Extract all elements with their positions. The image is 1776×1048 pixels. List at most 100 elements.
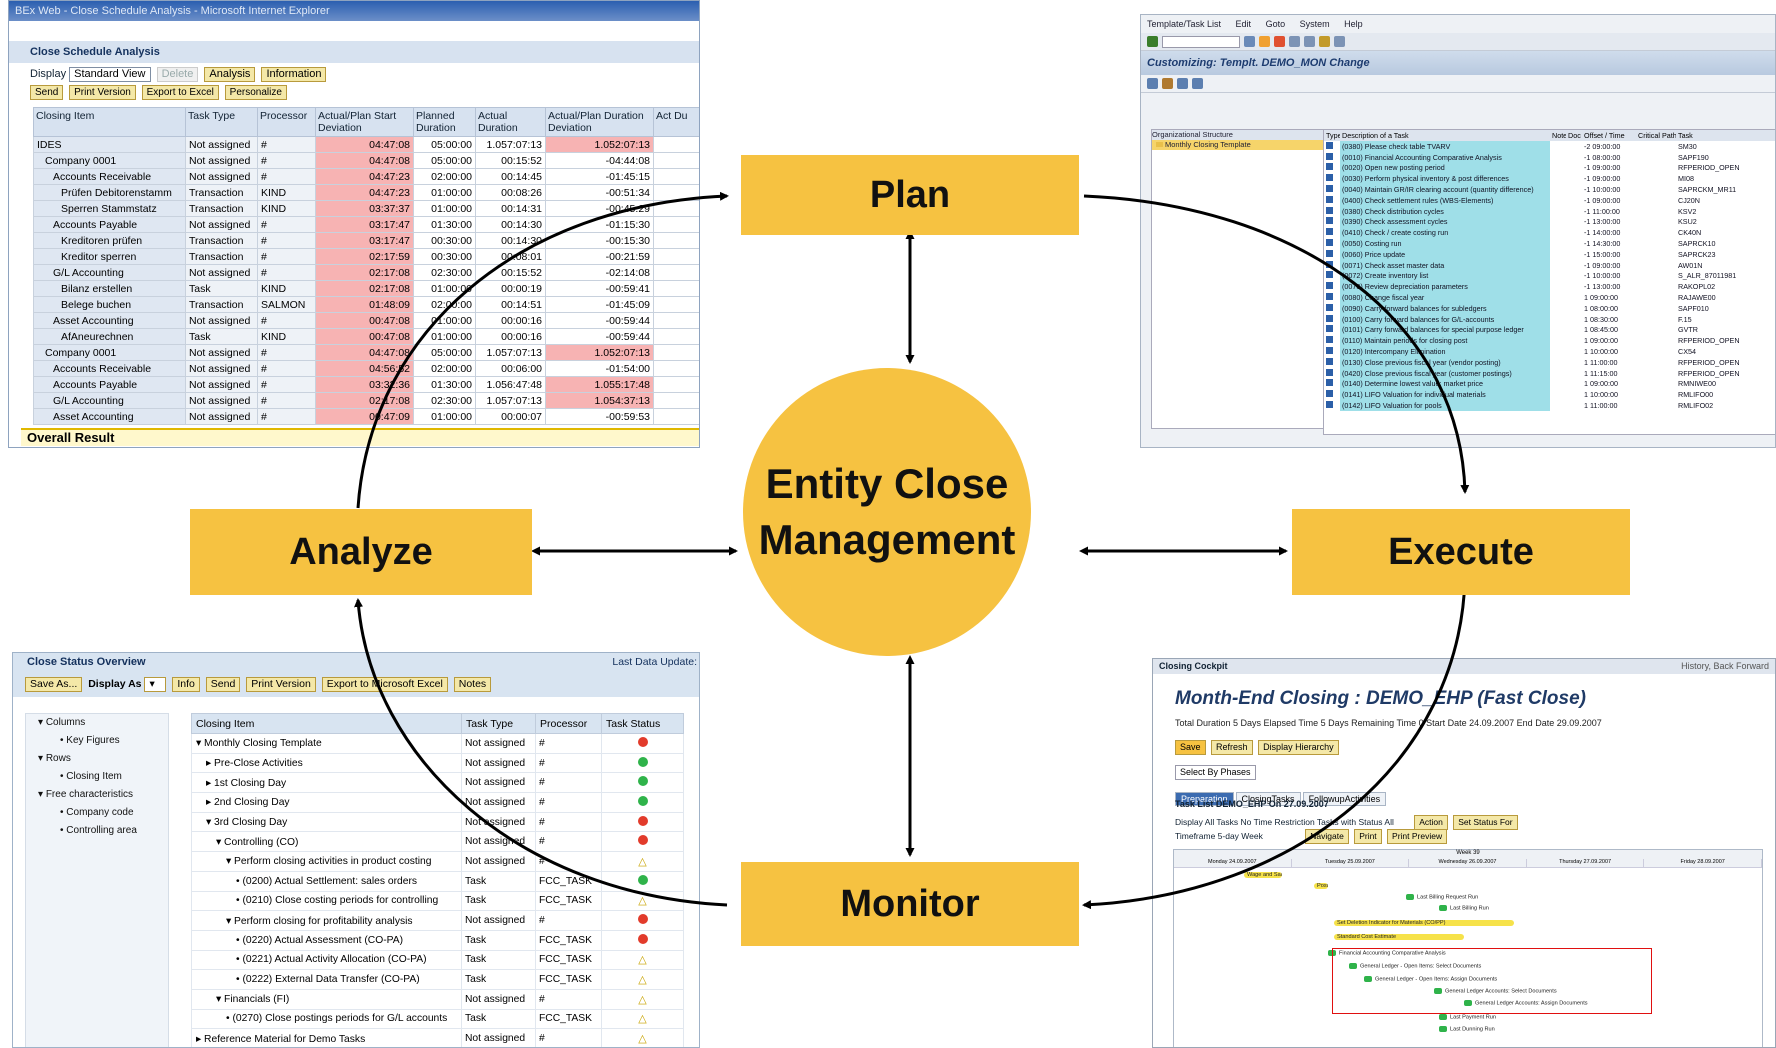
help-icon[interactable] — [1334, 36, 1345, 47]
table-row[interactable]: • (0222) External Data Transfer (CO-PA)T… — [191, 969, 684, 990]
nav-key-figures[interactable]: • Key Figures — [60, 735, 120, 746]
menu-template[interactable]: Template/Task List — [1147, 19, 1222, 29]
nav-company-code[interactable]: • Company code — [60, 807, 134, 818]
nav-rows[interactable]: ▾ Rows — [38, 753, 71, 764]
set-status-button[interactable]: Set Status For — [1453, 815, 1518, 830]
print-button[interactable]: Print — [1354, 829, 1382, 844]
closing-item-cell[interactable]: IDES — [33, 136, 186, 153]
col-doc[interactable]: Doc — [1566, 130, 1582, 141]
table-row[interactable]: • (0210) Close costing periods for contr… — [191, 890, 684, 912]
task-description[interactable]: (0101) Carry forward balances for specia… — [1340, 324, 1550, 336]
refresh-button[interactable]: Refresh — [1211, 740, 1253, 755]
table-row[interactable]: (0030) Perform physical inventory & post… — [1324, 173, 1775, 185]
task-description[interactable]: (0030) Perform physical inventory & post… — [1340, 173, 1550, 185]
layout-icon[interactable] — [1319, 36, 1330, 47]
table-row[interactable]: • (0270) Close postings periods for G/L … — [191, 1008, 684, 1030]
task-description[interactable]: (0410) Check / create costing run — [1340, 227, 1550, 239]
table-row[interactable]: (0140) Determine lowest value: market pr… — [1324, 378, 1775, 390]
task-description[interactable]: (0040) Maintain GR/IR clearing account (… — [1340, 184, 1550, 195]
display-hierarchy-button[interactable]: Display Hierarchy — [1258, 740, 1339, 755]
tool-icon[interactable] — [1162, 78, 1173, 89]
closing-item-cell[interactable]: Accounts Payable — [33, 376, 186, 393]
closing-item-cell[interactable]: • (0210) Close costing periods for contr… — [191, 890, 462, 912]
back-icon[interactable] — [1259, 36, 1270, 47]
col-start-deviation[interactable]: Actual/Plan Start Deviation — [315, 107, 414, 137]
table-row[interactable]: (0400) Check settlement rules (WBS-Eleme… — [1324, 194, 1775, 206]
table-row[interactable]: (0071) Check asset master data-1 09:00:0… — [1324, 259, 1775, 271]
gantt-task[interactable]: Last Billing Request Run — [1406, 894, 1478, 900]
table-row[interactable]: (0410) Check / create costing run-1 14:0… — [1324, 227, 1775, 239]
task-description[interactable]: (0073) Review depreciation parameters — [1340, 281, 1550, 293]
history-nav[interactable]: History, Back Forward — [1681, 661, 1769, 671]
table-row[interactable]: (0100) Carry forward balances for G/L-ac… — [1324, 313, 1775, 325]
export-excel-button[interactable]: Export to Microsoft Excel — [321, 677, 448, 692]
task-description[interactable]: (0072) Create inventory list — [1340, 270, 1550, 282]
table-row[interactable]: (0390) Check assessment cycles-1 13:00:0… — [1324, 216, 1775, 228]
col-critical-path[interactable]: Critical Path — [1636, 130, 1676, 141]
closing-item-cell[interactable]: G/L Accounting — [33, 392, 186, 409]
print-version-button[interactable]: Print Version — [246, 677, 316, 692]
col-task-type[interactable]: Task Type — [461, 713, 536, 734]
gantt-task[interactable]: Last Dunning Run — [1439, 1026, 1495, 1032]
table-row[interactable]: (0380) Please check table TVARV-2 09:00:… — [1324, 141, 1775, 152]
col-description[interactable]: Description of a Task — [1340, 130, 1550, 141]
enter-icon[interactable] — [1147, 36, 1158, 47]
task-description[interactable]: (0380) Check distribution cycles — [1340, 205, 1550, 217]
export-excel-button[interactable]: Export to Excel — [141, 85, 219, 100]
nav-free-characteristics[interactable]: ▾ Free characteristics — [38, 789, 134, 800]
print-preview-button[interactable]: Print Preview — [1387, 829, 1448, 844]
task-description[interactable]: (0071) Check asset master data — [1340, 259, 1550, 271]
table-row[interactable]: ▾ Controlling (CO)Not assigned# — [191, 831, 684, 853]
task-description[interactable]: (0120) Intercompany Elimination — [1340, 346, 1550, 357]
table-row[interactable]: (0130) Close previous fiscal year (vendo… — [1324, 356, 1775, 368]
tool-icon[interactable] — [1192, 78, 1203, 89]
save-icon[interactable] — [1244, 36, 1255, 47]
display-as-select[interactable]: ▾ — [144, 677, 167, 692]
gantt-task[interactable]: General Ledger - Open Items: Assign Docu… — [1364, 976, 1497, 982]
table-row[interactable]: (0040) Maintain GR/IR clearing account (… — [1324, 184, 1775, 195]
send-button[interactable]: Send — [30, 85, 64, 100]
task-description[interactable]: (0130) Close previous fiscal year (vendo… — [1340, 356, 1550, 368]
gantt-task[interactable]: Wage and Salary Postings — [1244, 872, 1282, 880]
closing-item-cell[interactable]: Accounts Receivable — [33, 360, 186, 377]
nav-closing-item[interactable]: • Closing Item — [60, 771, 122, 782]
col-planned-duration[interactable]: Planned Duration — [413, 107, 476, 137]
menu-system[interactable]: System — [1299, 19, 1330, 29]
closing-item-cell[interactable]: Sperren Stammstatz — [33, 200, 186, 217]
closing-item-cell[interactable]: Accounts Receivable — [33, 168, 186, 185]
print-icon[interactable] — [1289, 36, 1300, 47]
table-row[interactable]: (0010) Financial Accounting Comparative … — [1324, 151, 1775, 163]
task-description[interactable]: (0380) Please check table TVARV — [1340, 141, 1550, 152]
tree-node[interactable]: Monthly Closing Template — [1152, 140, 1330, 150]
col-act-du[interactable]: Act Du — [653, 107, 699, 137]
gantt-task[interactable]: Post Period-Related Billing Documents — [1314, 883, 1328, 891]
display-select[interactable]: Standard View — [69, 67, 151, 82]
info-button[interactable]: Info — [172, 677, 200, 692]
gantt-task[interactable]: General Ledger Accounts: Assign Document… — [1464, 1000, 1588, 1006]
table-row[interactable]: • (0221) Actual Activity Allocation (CO-… — [191, 949, 684, 971]
task-description[interactable]: (0080) Change fiscal year — [1340, 292, 1550, 303]
gantt-task[interactable]: Last Billing Run — [1439, 905, 1489, 911]
cancel-icon[interactable] — [1274, 36, 1285, 47]
gantt-task[interactable]: General Ledger Accounts: Select Document… — [1434, 988, 1557, 994]
gantt-task[interactable]: General Ledger - Open Items: Select Docu… — [1349, 963, 1481, 969]
notes-button[interactable]: Notes — [453, 677, 492, 692]
send-button[interactable]: Send — [205, 677, 241, 692]
task-description[interactable]: (0100) Carry forward balances for G/L-ac… — [1340, 313, 1550, 325]
tab-preparation[interactable]: Preparation — [1175, 792, 1234, 806]
closing-item-cell[interactable]: Prüfen Debitorenstamm — [33, 184, 186, 201]
task-description[interactable]: (0140) Determine lowest value: market pr… — [1340, 378, 1550, 390]
col-actual-duration[interactable]: Actual Duration — [475, 107, 546, 137]
col-task-type[interactable]: Task Type — [185, 107, 258, 137]
